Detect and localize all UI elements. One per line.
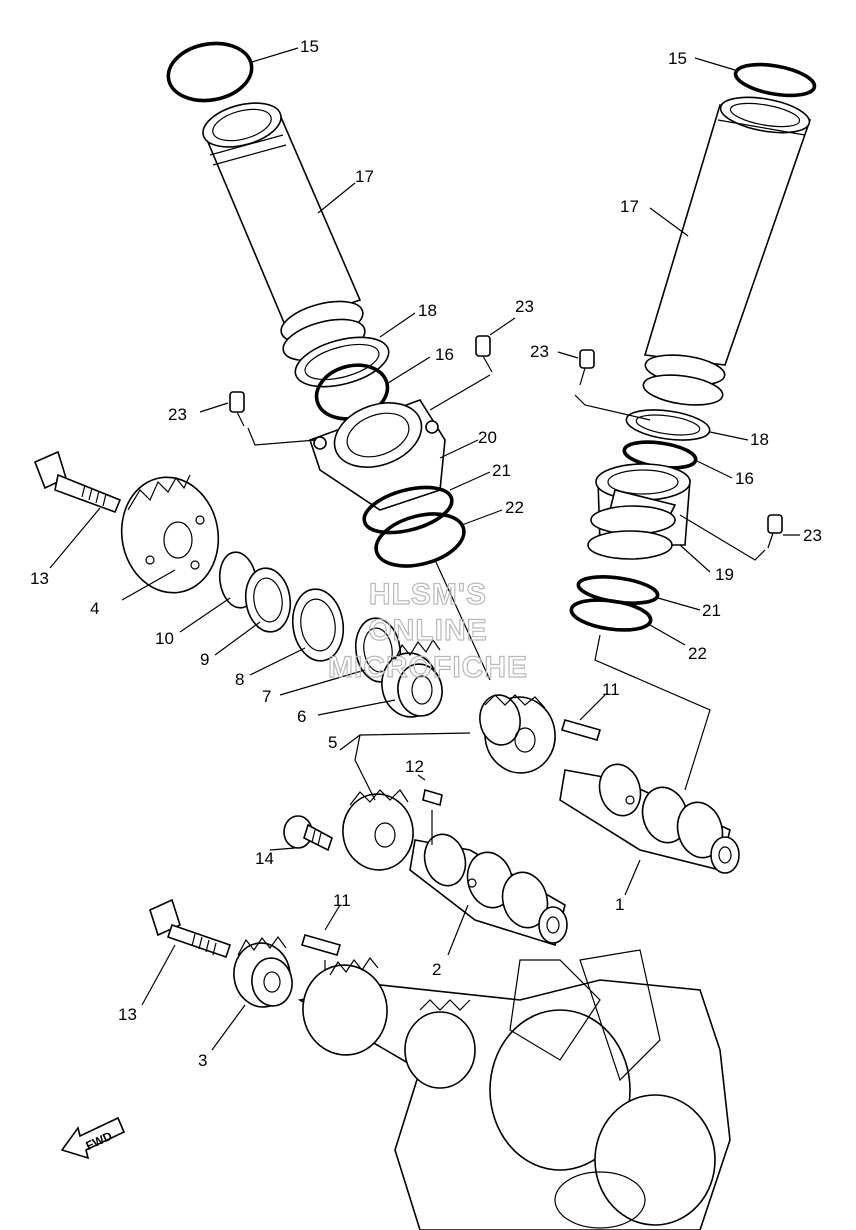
assembly-line-left bbox=[434, 559, 491, 681]
bolt-23-top bbox=[475, 335, 493, 373]
fwd-arrow-icon: FWD bbox=[60, 1116, 126, 1160]
callout-21-left: 21 bbox=[492, 461, 511, 480]
callout-4: 4 bbox=[90, 599, 99, 618]
callout-23-left: 23 bbox=[168, 405, 187, 424]
watermark-line-3: MICROFICHE bbox=[328, 651, 528, 684]
callout-21-right: 21 bbox=[702, 601, 721, 620]
bolt-23-mid bbox=[579, 349, 595, 386]
callout-23-mid: 23 bbox=[530, 342, 549, 361]
gear-5-upper bbox=[479, 694, 556, 774]
callout-5: 5 bbox=[328, 733, 337, 752]
callout-17-right: 17 bbox=[620, 197, 639, 216]
tube-17-right bbox=[642, 96, 812, 406]
o-ring-15-left bbox=[166, 41, 254, 103]
key-12 bbox=[422, 788, 443, 807]
callout-12: 12 bbox=[405, 757, 424, 776]
watermark: HLSM'S ONLINE MICROFICHE bbox=[327, 577, 528, 684]
leader-bolt-23-left bbox=[247, 427, 317, 446]
seal-18-right bbox=[625, 409, 711, 441]
holder-19 bbox=[587, 463, 691, 560]
gear-4 bbox=[120, 474, 220, 594]
callout-11-top: 11 bbox=[602, 680, 620, 699]
callout-17-left: 17 bbox=[355, 167, 374, 186]
watermark-line-2: ONLINE bbox=[368, 614, 487, 647]
gear-5-lower bbox=[342, 789, 414, 871]
o-ring-22-right bbox=[569, 598, 653, 632]
callout-11-bottom: 11 bbox=[333, 891, 351, 910]
bolt-23-left bbox=[229, 391, 245, 427]
callout-22-right: 22 bbox=[688, 644, 707, 663]
callout-18-right: 18 bbox=[750, 430, 769, 449]
callouts: 15 15 17 17 18 18 16 16 23 23 23 23 20 2… bbox=[30, 37, 822, 1070]
callout-22-left: 22 bbox=[505, 498, 524, 517]
tube-17-left bbox=[202, 102, 366, 362]
callout-9: 9 bbox=[200, 650, 209, 669]
camshaft-1 bbox=[559, 763, 740, 874]
leader-bolt-23-top bbox=[429, 374, 491, 411]
callout-1: 1 bbox=[615, 895, 624, 914]
callout-3: 3 bbox=[198, 1051, 207, 1070]
key-11-bottom bbox=[301, 934, 341, 956]
callout-7: 7 bbox=[262, 687, 271, 706]
o-ring-22-left bbox=[374, 512, 466, 568]
crankshaft bbox=[297, 949, 731, 1230]
key-11-top bbox=[561, 719, 601, 741]
callout-18-left: 18 bbox=[418, 301, 437, 320]
holder-20 bbox=[308, 399, 446, 511]
assembly-line-right bbox=[594, 634, 711, 791]
leader-bolt-23-right bbox=[679, 514, 766, 561]
callout-15-left: 15 bbox=[300, 37, 319, 56]
leader-lines bbox=[49, 47, 800, 1051]
callout-13-bottom: 13 bbox=[118, 1005, 137, 1024]
bolt-13-bottom bbox=[149, 898, 232, 959]
callout-23-right: 23 bbox=[803, 526, 822, 545]
leader-5-split bbox=[339, 732, 471, 801]
camshaft-2 bbox=[409, 833, 568, 947]
callout-15-right: 15 bbox=[668, 49, 687, 68]
seal-18-left bbox=[294, 336, 390, 388]
bolt-13-top bbox=[33, 450, 122, 514]
callout-6: 6 bbox=[297, 707, 306, 726]
washer-8 bbox=[291, 588, 345, 662]
callout-13-top: 13 bbox=[30, 569, 49, 588]
bolt-23-right bbox=[767, 514, 783, 549]
callout-19: 19 bbox=[715, 565, 734, 584]
washer-9 bbox=[244, 567, 292, 633]
callout-20: 20 bbox=[478, 428, 497, 447]
callout-8: 8 bbox=[235, 670, 244, 689]
callout-16-right: 16 bbox=[735, 469, 754, 488]
callout-14: 14 bbox=[255, 849, 274, 868]
bolt-14 bbox=[283, 815, 333, 852]
watermark-line-1: HLSM'S bbox=[369, 578, 487, 611]
callout-10: 10 bbox=[155, 629, 174, 648]
gear-6 bbox=[381, 638, 443, 718]
o-ring-21-left bbox=[362, 485, 454, 535]
gear-3 bbox=[233, 935, 293, 1008]
o-ring-15-right bbox=[733, 62, 817, 98]
callout-16-left: 16 bbox=[435, 345, 454, 364]
callout-23-top: 23 bbox=[515, 297, 534, 316]
callout-2: 2 bbox=[432, 960, 441, 979]
leader-bolt-23-mid bbox=[574, 394, 651, 421]
